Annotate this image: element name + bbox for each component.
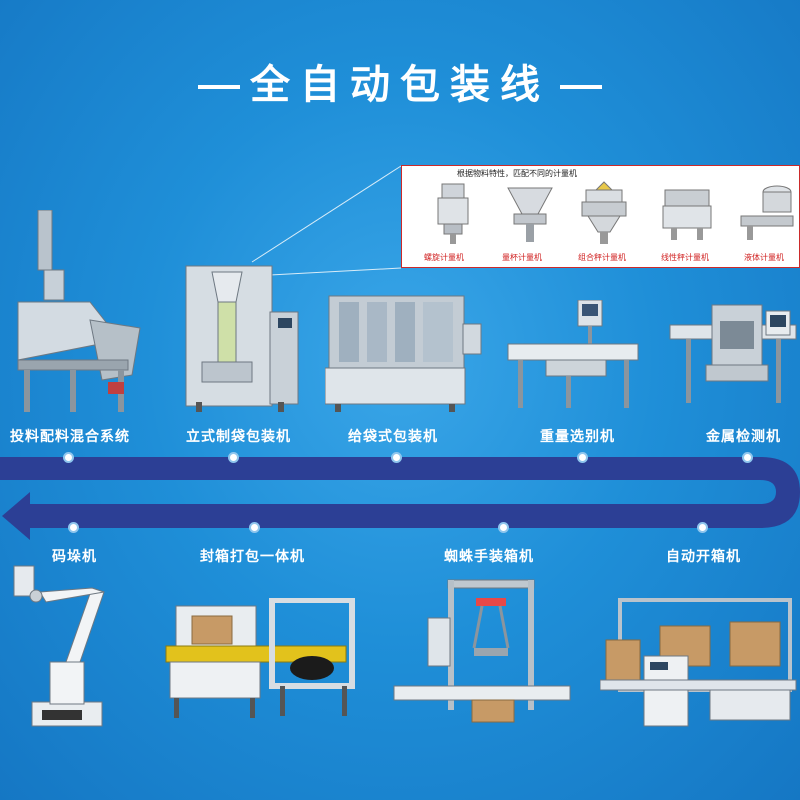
flow-node-case-erector <box>697 522 708 533</box>
label-spider-packer: 蜘蛛手装箱机 <box>444 549 534 565</box>
checkweigher-icon <box>507 300 639 408</box>
callout-heading: 根据物料特性，匹配不同的计量机 <box>457 169 577 178</box>
meter-label-linear: 线性秤计量机 <box>661 253 709 262</box>
title-text: 全自动包装线 <box>250 62 550 108</box>
auger-filler-icon <box>437 183 469 244</box>
label-bag-packing: 给袋式包装机 <box>348 429 438 445</box>
meter-label-auger: 螺旋计量机 <box>424 253 464 262</box>
weighing-machine-callout: 根据物料特性，匹配不同的计量机 螺旋计量机 量杯计量机 组合秤计量机 线性秤计量… <box>401 165 800 268</box>
case-erector-icon <box>600 598 797 727</box>
meter-label-liquid: 液体计量机 <box>744 253 784 262</box>
metal-detector-icon <box>669 304 797 403</box>
multihead-weigher-icon <box>581 181 627 244</box>
label-mixing-system: 投料配料混合系统 <box>10 429 130 445</box>
flow-node-checkweigher <box>577 452 588 463</box>
vertical-packing-machine-icon <box>185 265 299 412</box>
case-sealing-strapping-machine-icon <box>165 598 355 718</box>
premade-bag-packing-machine-icon <box>325 295 482 412</box>
flow-node-vertical-packing <box>228 452 239 463</box>
flow-node-spider-packer <box>498 522 509 533</box>
label-palletizer: 码垛机 <box>52 549 97 565</box>
flow-node-metal-detector <box>742 452 753 463</box>
title-dash-right <box>560 85 602 89</box>
flow-node-case-sealer <box>249 522 260 533</box>
spider-hand-case-packer-icon <box>393 579 571 723</box>
cup-filler-icon <box>507 187 553 242</box>
meter-label-multihead: 组合秤计量机 <box>578 253 626 262</box>
flow-node-palletizer <box>68 522 79 533</box>
title-dash-left <box>198 85 240 89</box>
label-metal-detector: 金属检测机 <box>706 429 781 445</box>
page-title: 全自动包装线 <box>0 52 800 110</box>
meter-label-cup: 量杯计量机 <box>502 253 542 262</box>
label-case-erector: 自动开箱机 <box>666 549 741 565</box>
flow-node-mixing <box>63 452 74 463</box>
label-checkweigher: 重量选别机 <box>540 429 615 445</box>
label-vertical-packing: 立式制袋包装机 <box>186 429 291 445</box>
mixing-system-icon <box>17 210 141 412</box>
palletizing-robot-icon <box>13 565 105 727</box>
flow-node-bag-packing <box>391 452 402 463</box>
label-case-sealer: 封箱打包一体机 <box>200 549 305 565</box>
linear-weigher-icon <box>662 189 712 240</box>
liquid-filler-icon <box>740 185 794 240</box>
